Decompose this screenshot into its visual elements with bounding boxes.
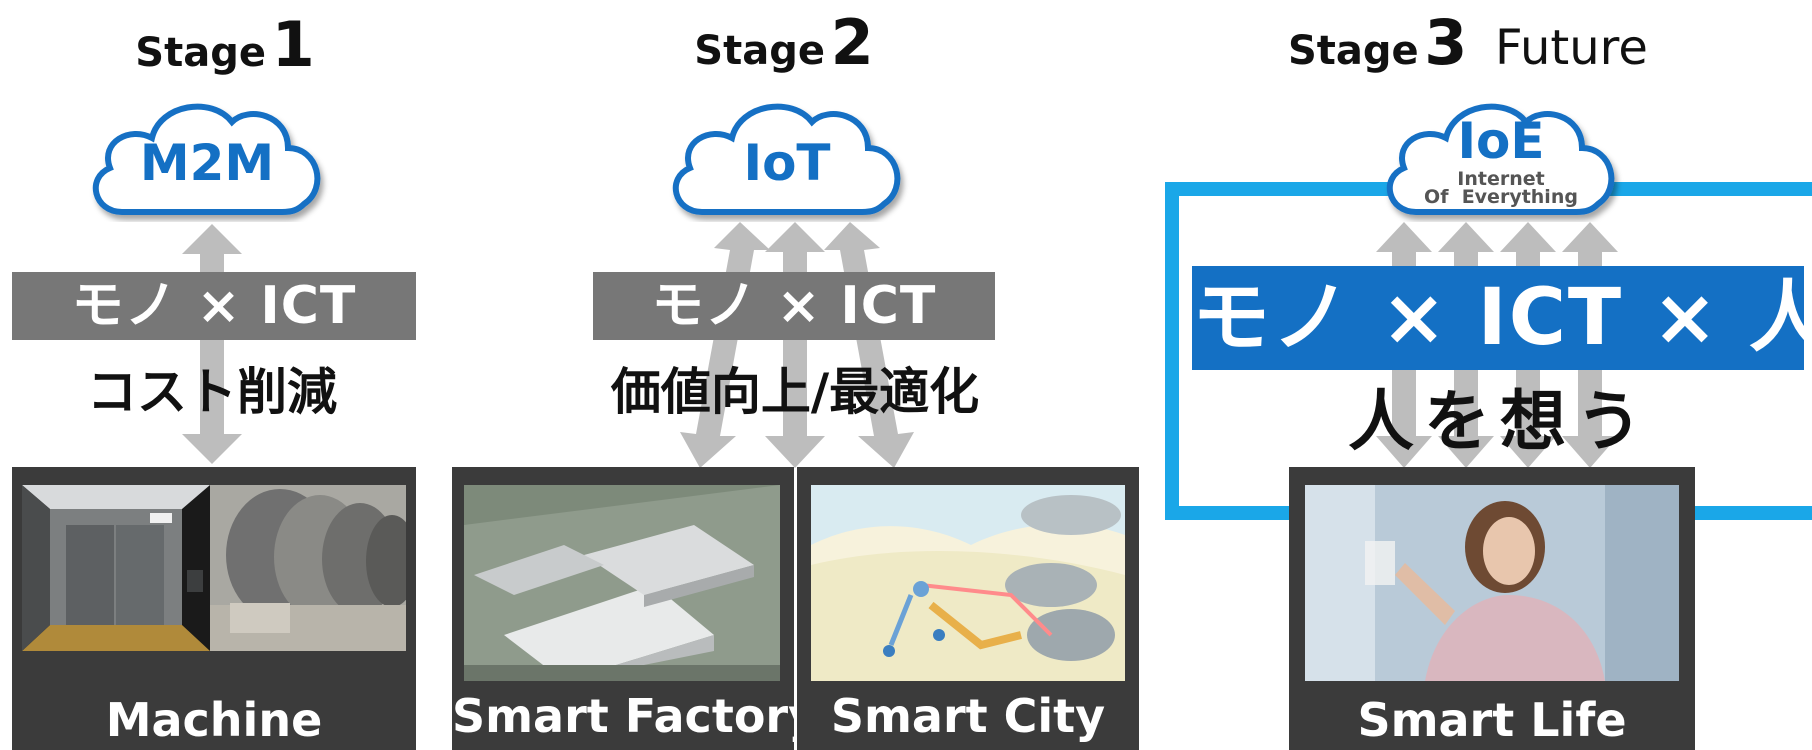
stage2-panel-right: Smart City xyxy=(797,467,1139,750)
stage2-cloud: IoT xyxy=(662,82,912,222)
stage1-number: 1 xyxy=(271,8,315,81)
factory-image xyxy=(464,485,780,681)
elevator-photo xyxy=(22,485,210,651)
stage1-caption: コスト削減 xyxy=(87,363,337,421)
stage2-panel-left-label: Smart Factory xyxy=(452,689,819,743)
stage1-panel-label: Machine xyxy=(105,693,323,747)
factory-photo xyxy=(464,485,780,681)
stage2-panel-left: Smart Factory xyxy=(452,467,819,750)
stage2-title: Stage 2 xyxy=(684,6,884,79)
stage2-caption: 価値向上/最適化 xyxy=(610,363,980,421)
elevator-image xyxy=(22,485,210,651)
city-image xyxy=(811,485,1125,681)
stage1-cloud: M2M xyxy=(82,82,332,222)
stage2-word: Stage xyxy=(694,28,825,74)
turbine-image xyxy=(210,485,406,651)
stage2-double-arrows xyxy=(680,222,914,468)
stage2-cloud-label: IoT xyxy=(743,134,831,192)
stage3-panel: Smart Life xyxy=(1289,467,1695,750)
cloud-icon xyxy=(92,103,321,215)
stage3-panel-label: Smart Life xyxy=(1357,693,1627,747)
stage3-cloud-sub1: Internet xyxy=(1457,168,1545,190)
stage3-caption: 人を想う xyxy=(1348,383,1652,460)
city-photo xyxy=(811,485,1125,681)
smart-life-image xyxy=(1305,485,1679,681)
stage1-cloud-label: M2M xyxy=(139,134,275,192)
stage3-cloud: IoE Internet Of Everything xyxy=(1376,82,1626,222)
cloud-icon xyxy=(1386,103,1615,215)
stage3-title: Stage 3 Future xyxy=(1288,6,1668,79)
stage1-double-arrow xyxy=(182,224,242,464)
stage3-future: Future xyxy=(1494,20,1648,76)
turbine-photo xyxy=(210,485,406,651)
stage1-panel: Machine xyxy=(12,467,416,750)
stage2-number: 2 xyxy=(830,6,874,79)
stage2-band: モノ × ICT xyxy=(593,272,995,340)
stage3-cloud-sub2: Of Everything xyxy=(1424,186,1578,208)
stage3-word: Stage xyxy=(1288,28,1419,74)
stage1-title: Stage 1 xyxy=(130,8,320,81)
smart-life-photo xyxy=(1305,485,1679,681)
stage1-word: Stage xyxy=(135,30,266,76)
cloud-icon xyxy=(672,103,901,215)
stage3-band: モノ × ICT × 人 xyxy=(1192,266,1812,370)
stage1-band: モノ × ICT xyxy=(12,272,416,340)
stage3-cloud-label: IoE xyxy=(1457,112,1545,170)
stage3-number: 3 xyxy=(1424,6,1468,79)
stage2-panel-right-label: Smart City xyxy=(830,689,1106,743)
